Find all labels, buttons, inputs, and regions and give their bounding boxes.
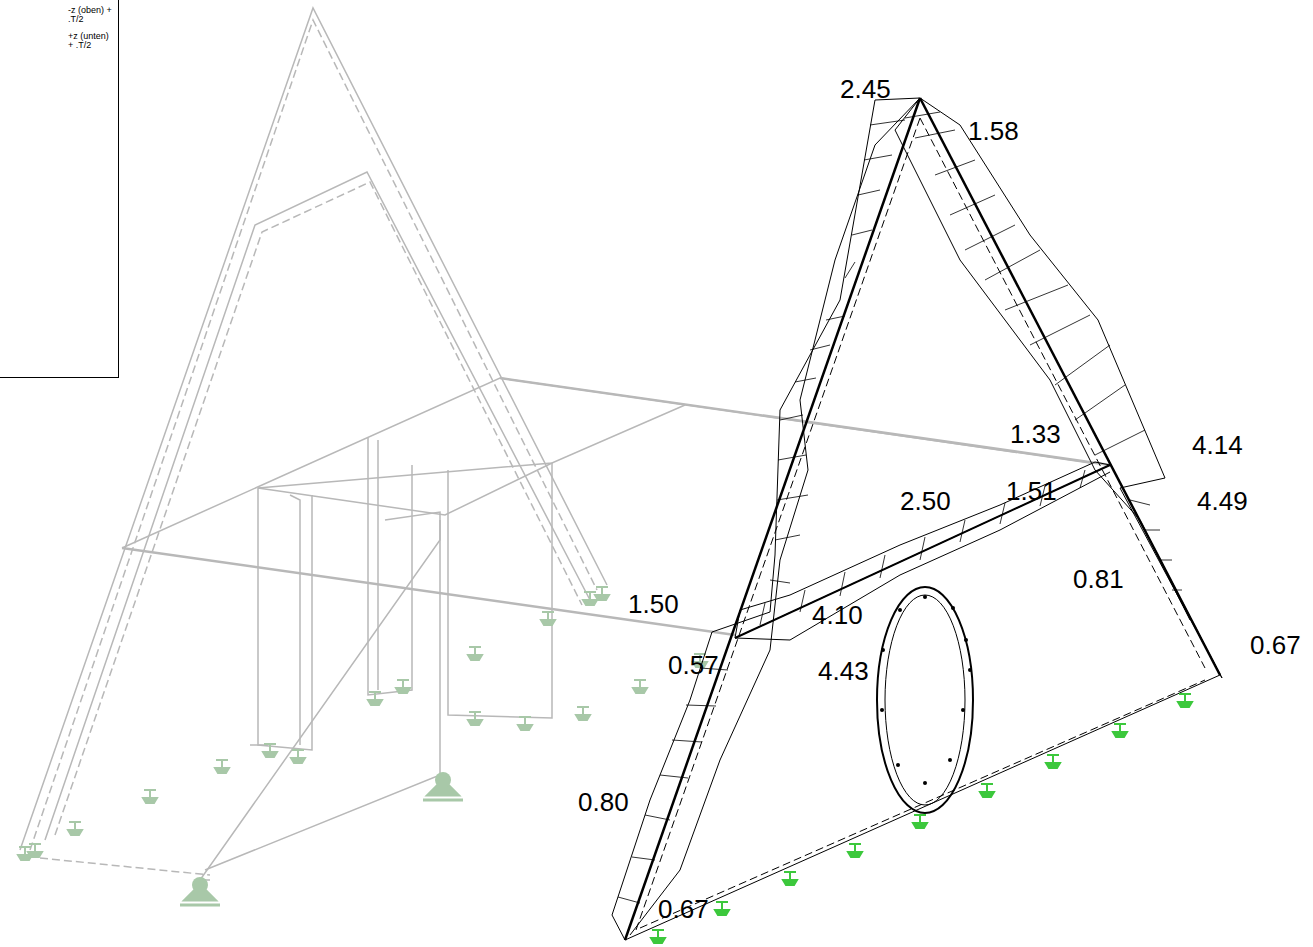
result-value: 2.45 bbox=[840, 76, 891, 102]
legend-text: +z (unten) + .T/2 bbox=[68, 32, 112, 51]
result-value: 4.10 bbox=[812, 602, 863, 628]
result-value: 1.50 bbox=[628, 591, 679, 617]
result-value: 4.43 bbox=[818, 658, 869, 684]
result-value: 1.51 bbox=[1006, 478, 1057, 504]
legend-panel bbox=[0, 0, 119, 378]
result-value: 0.67 bbox=[1250, 632, 1301, 658]
result-value: 1.33 bbox=[1010, 421, 1061, 447]
result-value: 4.49 bbox=[1197, 488, 1248, 514]
result-value: 0.80 bbox=[578, 789, 629, 815]
result-value: 0.57 bbox=[668, 652, 719, 678]
result-value: 4.14 bbox=[1192, 432, 1243, 458]
result-value: 0.81 bbox=[1073, 566, 1124, 592]
result-value: 0.67 bbox=[658, 896, 709, 922]
legend-text: -z (oben) + .T/2 bbox=[68, 6, 112, 25]
result-value: 2.50 bbox=[900, 488, 951, 514]
result-value: 1.58 bbox=[968, 118, 1019, 144]
